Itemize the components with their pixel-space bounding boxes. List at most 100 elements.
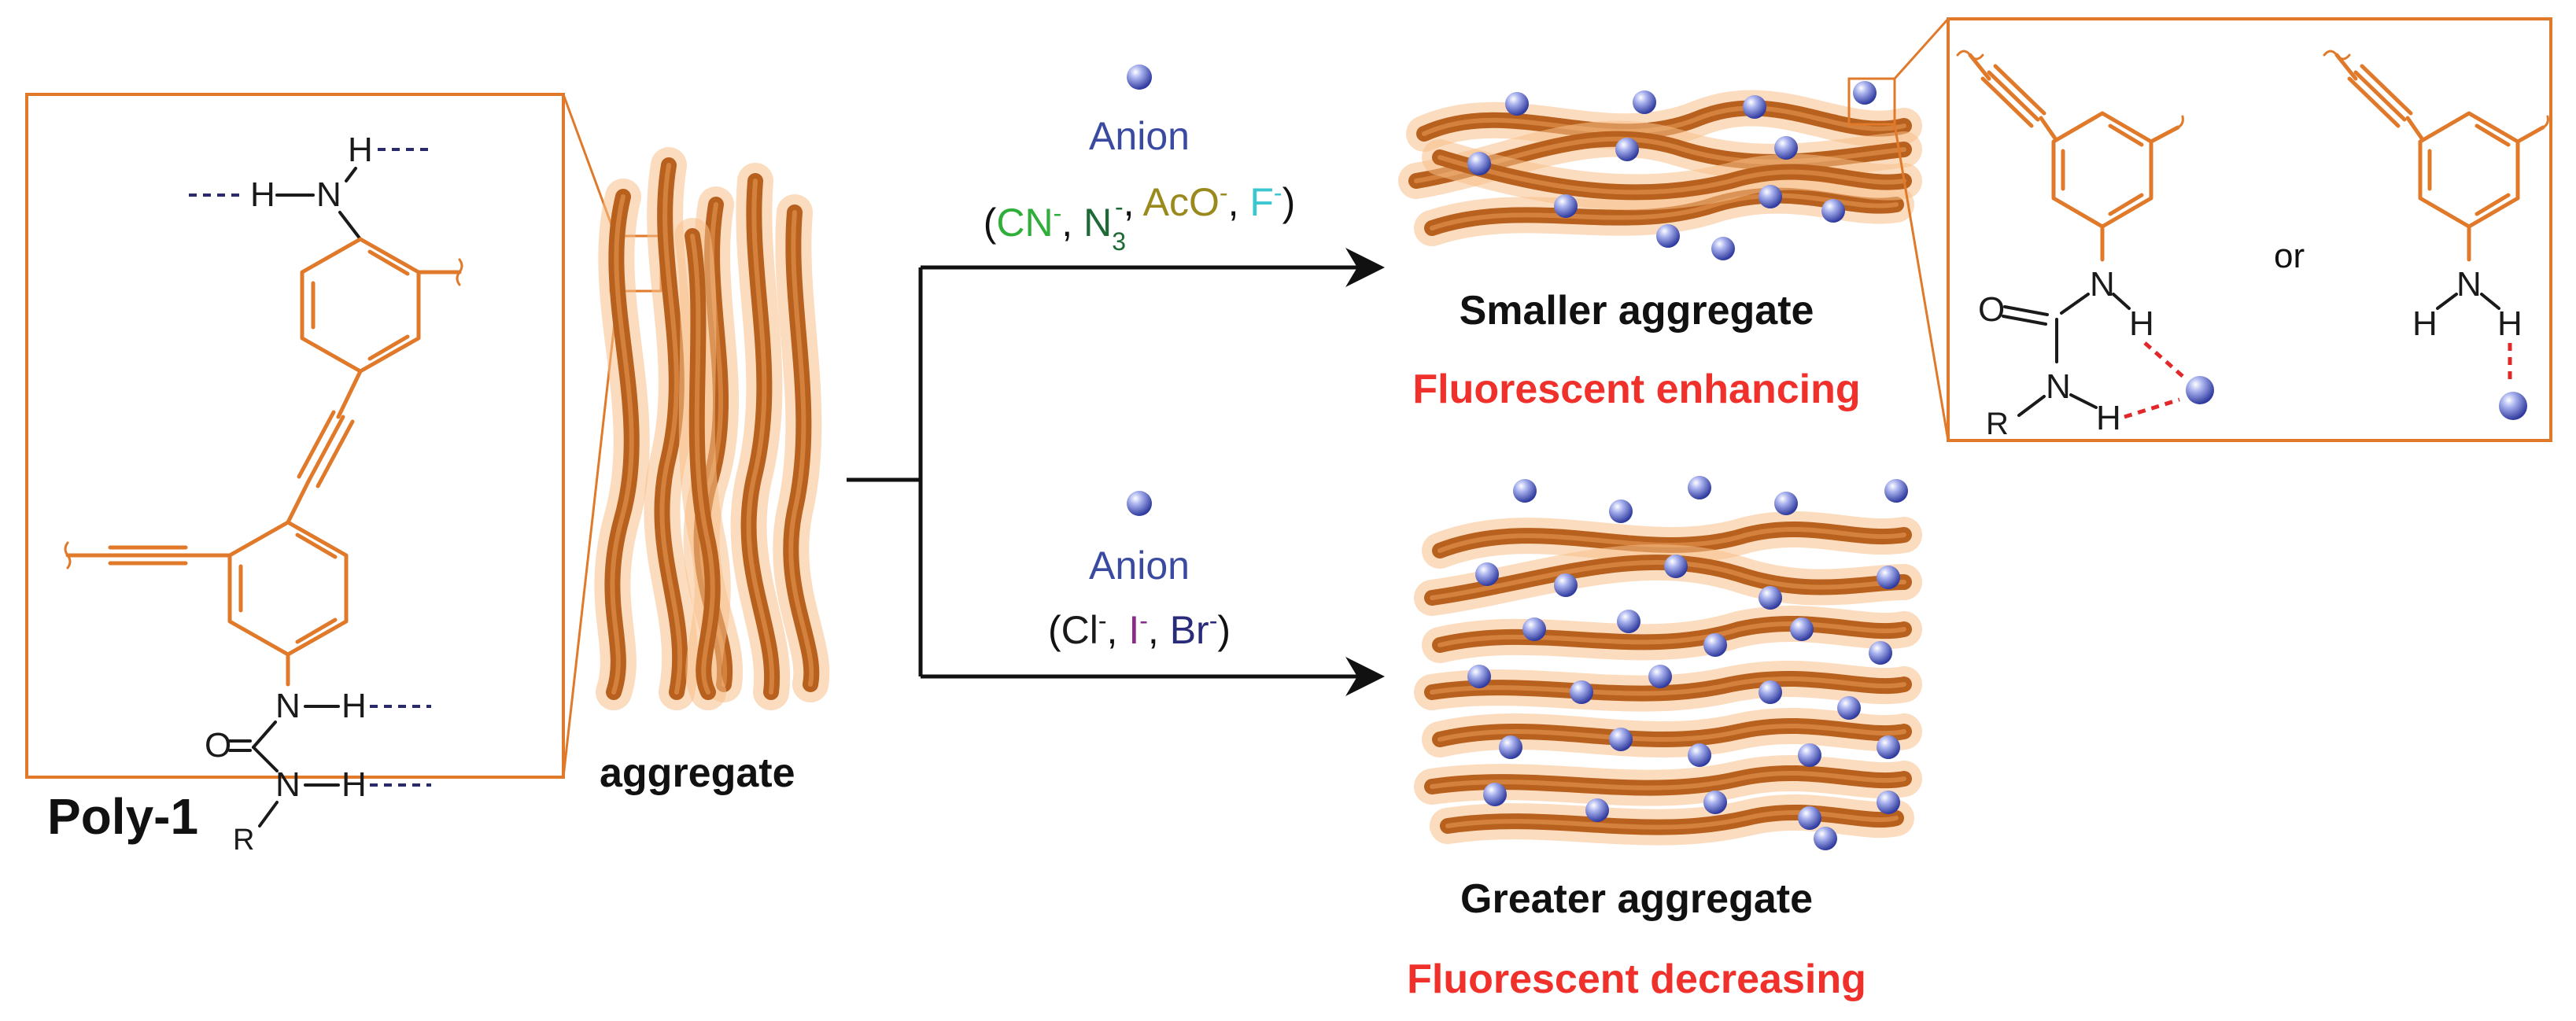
paren-close: ) bbox=[1217, 608, 1231, 652]
anion-ball bbox=[1554, 194, 1578, 218]
anion-ball bbox=[1703, 633, 1727, 657]
anion-ball bbox=[1499, 735, 1522, 759]
greater-aggregate-label: Greater aggregate bbox=[1460, 876, 1813, 922]
anion-ball bbox=[1814, 827, 1837, 850]
inset-atom-o: O bbox=[1978, 290, 2005, 329]
anion-ball bbox=[1475, 562, 1499, 586]
anion-ball bbox=[1467, 152, 1491, 175]
anion-superscript: - bbox=[1098, 606, 1107, 635]
anion-ball bbox=[1798, 806, 1821, 830]
inset-atom-h2: H bbox=[2096, 399, 2121, 437]
anion-symbol: CN bbox=[996, 201, 1053, 245]
anion-ball bbox=[1703, 791, 1727, 814]
anion-ball-bottom-icon bbox=[1127, 491, 1152, 516]
anion-ball bbox=[1467, 665, 1491, 688]
anion-ball bbox=[1837, 696, 1861, 720]
anion-separator: , bbox=[1124, 180, 1143, 224]
inset-ball-left-icon bbox=[2186, 376, 2214, 404]
anion-ball bbox=[1585, 798, 1609, 822]
poly1-label: Poly-1 bbox=[47, 788, 198, 845]
atom-h-low: H bbox=[341, 765, 367, 804]
fiber-highlight bbox=[659, 163, 683, 695]
anion-symbol: F bbox=[1249, 180, 1274, 224]
anion-ball bbox=[1821, 199, 1845, 223]
anion-ball bbox=[1877, 735, 1900, 759]
fiber-highlight bbox=[1422, 105, 1906, 136]
anion-subscript: 3 bbox=[1112, 227, 1126, 256]
inset-atom-h4: H bbox=[2497, 304, 2522, 343]
inset-atom-n2: N bbox=[2046, 367, 2071, 406]
smaller-aggregate-label: Smaller aggregate bbox=[1460, 288, 1814, 334]
zoom-square-right bbox=[1847, 77, 1896, 126]
anion-ball bbox=[1664, 555, 1688, 578]
benzene-ring-inset-left bbox=[2051, 111, 2153, 229]
anion-superscript: - bbox=[1274, 179, 1282, 207]
benzene-ring-inset-right bbox=[2418, 111, 2520, 229]
fiber-highlight bbox=[1437, 723, 1906, 742]
anion-symbol: AcO bbox=[1143, 180, 1220, 224]
inset-atom-h1: H bbox=[2129, 304, 2154, 343]
fiber-highlight bbox=[1437, 155, 1906, 195]
anion-symbol: Br bbox=[1170, 608, 1209, 652]
fiber-highlight bbox=[1437, 526, 1906, 553]
smaller-aggregate-panel: Smaller aggregate Fluorescent enhancing bbox=[1398, 17, 1950, 441]
anion-ball bbox=[1648, 665, 1672, 688]
anion-ball bbox=[1615, 138, 1639, 161]
atom-o: O bbox=[205, 726, 231, 765]
atom-n-top: N bbox=[316, 175, 341, 214]
anion-ball bbox=[1798, 743, 1821, 767]
anion-symbol: Cl bbox=[1061, 608, 1098, 652]
anion-ball bbox=[1554, 573, 1578, 597]
anion-ball bbox=[1513, 479, 1537, 503]
fiber-highlight bbox=[1430, 770, 1906, 791]
anion-separator: , bbox=[1148, 608, 1170, 652]
anion-ball bbox=[1688, 476, 1711, 499]
paren-close: ) bbox=[1282, 180, 1296, 224]
anion-superscript: - bbox=[1220, 179, 1228, 207]
anion-ball bbox=[1774, 136, 1798, 160]
anion-symbol: N bbox=[1083, 201, 1112, 245]
anion-ball bbox=[1759, 586, 1782, 610]
benzene-ring-upper bbox=[300, 237, 421, 374]
reaction-arrows bbox=[847, 248, 1385, 696]
binding-inset-frame bbox=[1947, 17, 2552, 442]
anion-symbol: I bbox=[1128, 608, 1139, 652]
paren-open: ( bbox=[984, 201, 997, 245]
fluorescent-enhancing-label: Fluorescent enhancing bbox=[1412, 367, 1860, 412]
fiber-highlight bbox=[1430, 193, 1899, 230]
anion-ball bbox=[1570, 680, 1593, 704]
anion-separator: , bbox=[1228, 180, 1250, 224]
atom-n-mid: N bbox=[275, 687, 301, 725]
fiber-highlight bbox=[788, 210, 814, 687]
paren-open: ( bbox=[1048, 608, 1061, 652]
anion-ball bbox=[1688, 743, 1711, 767]
poly1-structure-panel: H N H N H bbox=[25, 93, 620, 857]
anion-ball bbox=[1774, 492, 1798, 515]
anion-ball bbox=[1877, 791, 1900, 814]
anion-superscript: - bbox=[1115, 193, 1124, 221]
fluorescent-decreasing-label: Fluorescent decreasing bbox=[1407, 956, 1866, 1002]
atom-r: R bbox=[233, 824, 254, 857]
anion-ball bbox=[1483, 783, 1507, 806]
fiber-highlight bbox=[746, 179, 775, 695]
anion-superscript: - bbox=[1209, 606, 1218, 635]
anion-ball bbox=[1759, 185, 1782, 208]
fiber-highlight bbox=[1430, 559, 1906, 600]
zoom-line-right-bottom bbox=[1893, 123, 1950, 441]
fiber-highlight bbox=[1445, 809, 1899, 830]
anion-ball bbox=[1617, 610, 1640, 633]
anion-ball bbox=[1522, 617, 1546, 641]
atom-h-left: H bbox=[250, 175, 275, 214]
anion-ball-top-icon bbox=[1127, 65, 1152, 90]
anion-ball bbox=[1711, 237, 1735, 260]
anion-ball bbox=[1853, 81, 1877, 105]
anion-separator: , bbox=[1061, 201, 1083, 245]
anion-ball bbox=[1790, 617, 1814, 641]
anion-top-label: Anion bbox=[1089, 114, 1190, 158]
fiber-highlight bbox=[690, 234, 715, 695]
anion-ball bbox=[1884, 479, 1908, 503]
anion-ball bbox=[1609, 499, 1633, 523]
anion-ball bbox=[1656, 224, 1680, 248]
inset-atom-h3: H bbox=[2412, 304, 2438, 343]
atom-n-low: N bbox=[275, 765, 301, 804]
